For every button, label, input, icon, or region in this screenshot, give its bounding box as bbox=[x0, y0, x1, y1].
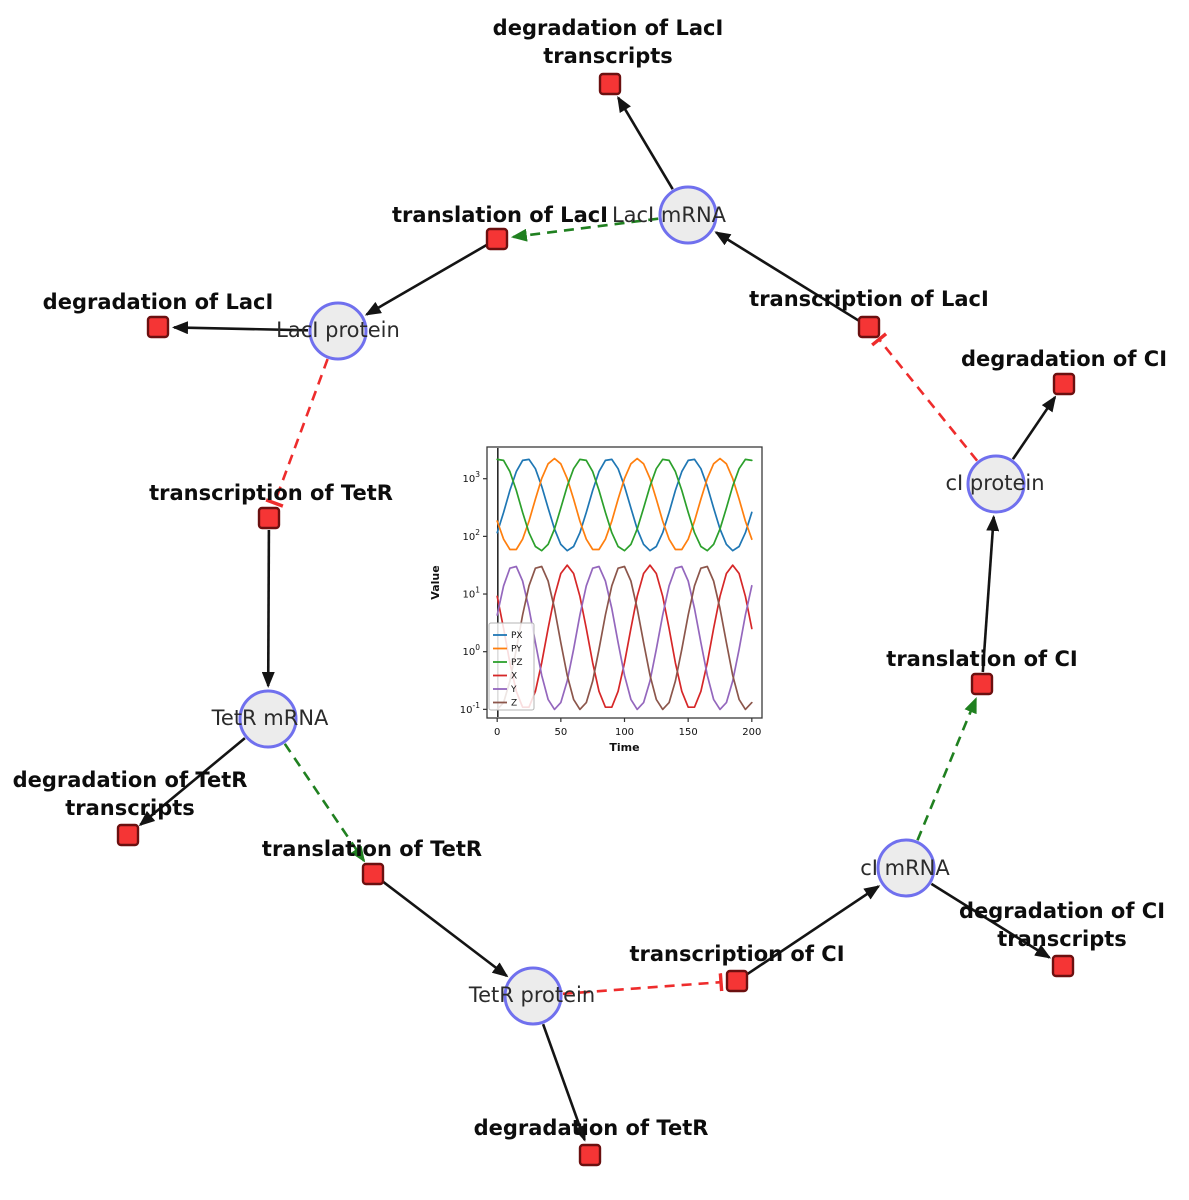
nodes-layer bbox=[116, 72, 1076, 1167]
reaction-label-deg_tetr_tx-line1: degradation of TetR bbox=[13, 768, 248, 792]
species-label-tetr_protein: TetR protein bbox=[468, 983, 595, 1007]
species-label-tetr_mrna: TetR mRNA bbox=[211, 706, 329, 730]
chart-ytick-label: 10-1 bbox=[460, 701, 480, 716]
chart-line-PX bbox=[496, 458, 753, 552]
edge-production-translation_ci-to-ci_protein bbox=[981, 514, 1000, 673]
edge-consumption-laci_mrna-to-deg_laci_tx bbox=[617, 95, 674, 190]
reaction-node-deg_tetr_tx bbox=[116, 823, 140, 847]
reaction-node-transcription_ci bbox=[725, 969, 749, 993]
edge-modifier-tetr_mrna-to-translation_tetr bbox=[283, 743, 366, 863]
chart-xtick-label: 50 bbox=[554, 727, 567, 738]
chart-ytick-label: 101 bbox=[462, 586, 480, 601]
reaction-node-translation_laci bbox=[485, 227, 509, 251]
chart-legend-label-Z: Z bbox=[511, 699, 517, 709]
species-node-tetr_protein bbox=[503, 966, 563, 1026]
chart-xtick-label: 200 bbox=[742, 727, 761, 738]
reaction-label-deg_ci: degradation of CI bbox=[961, 347, 1167, 371]
reaction-label-translation_tetr: translation of TetR bbox=[262, 837, 482, 861]
chart-legend-label-Y: Y bbox=[510, 685, 517, 695]
species-node-laci_protein bbox=[308, 301, 368, 361]
chart-xtick-label: 150 bbox=[679, 727, 698, 738]
chart-line-Z bbox=[496, 565, 753, 711]
chart-ytick-label: 100 bbox=[462, 643, 480, 658]
reaction-node-transcription_laci bbox=[857, 315, 881, 339]
edge-inhibition-tetr_protein-to-transcription_ci bbox=[562, 973, 724, 996]
edge-production-translation_tetr-to-tetr_protein bbox=[381, 880, 509, 978]
species-label-ci_mrna: cI mRNA bbox=[860, 856, 950, 880]
chart-legend-label-PZ: PZ bbox=[511, 658, 523, 668]
chart-line-Y bbox=[496, 565, 753, 711]
chart-ytick-label: 102 bbox=[462, 528, 480, 543]
chart-xtick-label: 0 bbox=[494, 727, 500, 738]
reaction-node-deg_laci bbox=[146, 315, 170, 339]
chart-line-PY bbox=[496, 457, 753, 551]
reaction-label-deg_tetr_tx-line2: transcripts bbox=[65, 796, 195, 820]
edge-modifier-laci_mrna-to-translation_laci bbox=[510, 217, 659, 242]
species-node-ci_protein bbox=[966, 454, 1026, 514]
edge-consumption-ci_mrna-to-deg_ci_tx bbox=[930, 882, 1052, 959]
reaction-node-translation_ci bbox=[970, 672, 994, 696]
reaction-label-transcription_ci: transcription of CI bbox=[629, 942, 844, 966]
chart-line-PZ bbox=[496, 458, 753, 552]
species-label-laci_mrna: LacI mRNA bbox=[612, 203, 727, 227]
edge-inhibition-laci_protein-to-transcription_tetr bbox=[265, 358, 329, 508]
reaction-node-deg_tetr bbox=[578, 1143, 602, 1167]
edge-production-transcription_laci-to-laci_mrna bbox=[714, 231, 860, 322]
reaction-node-translation_tetr bbox=[361, 862, 385, 886]
reaction-label-deg_laci_tx-line1: degradation of LacI bbox=[493, 16, 724, 40]
edge-consumption-tetr_protein-to-deg_tetr bbox=[541, 1023, 586, 1142]
reaction-node-deg_ci bbox=[1052, 372, 1076, 396]
chart-legend-label-PX: PX bbox=[511, 631, 523, 641]
species-node-tetr_mrna bbox=[238, 689, 298, 749]
edge-consumption-tetr_mrna-to-deg_tetr_tx bbox=[138, 737, 246, 827]
reaction-node-transcription_tetr bbox=[257, 506, 281, 530]
edge-modifier-ci_mrna-to-translation_ci bbox=[916, 696, 978, 841]
reaction-label-deg_laci_tx-line2: transcripts bbox=[543, 44, 673, 68]
edge-production-transcription_ci-to-ci_mrna bbox=[746, 885, 881, 976]
species-node-ci_mrna bbox=[876, 838, 936, 898]
reaction-node-deg_laci_tx bbox=[598, 72, 622, 96]
chart-xlabel: Time bbox=[609, 741, 639, 754]
chart-ytick-label: 103 bbox=[462, 470, 480, 485]
reaction-label-translation_ci: translation of CI bbox=[886, 647, 1077, 671]
chart-line-X bbox=[496, 564, 753, 709]
chart-legend-label-PY: PY bbox=[511, 645, 522, 655]
edge-consumption-ci_protein-to-deg_ci bbox=[1011, 395, 1057, 460]
edge-production-translation_laci-to-laci_protein bbox=[364, 243, 488, 316]
edge-inhibition-ci_protein-to-transcription_laci bbox=[871, 332, 979, 462]
reaction-label-translation_laci: translation of LacI bbox=[392, 203, 608, 227]
chart-legend: PX PY PZ XYZ bbox=[488, 622, 535, 711]
reaction-label-deg_tetr: degradation of TetR bbox=[474, 1116, 709, 1140]
reaction-label-transcription_tetr: transcription of TetR bbox=[149, 481, 393, 505]
reaction-label-transcription_laci: transcription of LacI bbox=[749, 287, 989, 311]
reaction-label-deg_ci_tx-line2: transcripts bbox=[997, 927, 1127, 951]
species-label-ci_protein: cI protein bbox=[945, 471, 1044, 495]
edge-consumption-laci_protein-to-deg_laci bbox=[172, 321, 309, 335]
reaction-label-deg_laci: degradation of LacI bbox=[43, 290, 274, 314]
species-label-laci_protein: LacI protein bbox=[276, 318, 400, 342]
edges-layer bbox=[138, 95, 1057, 1142]
chart-series-layer bbox=[496, 448, 753, 717]
reaction-label-deg_ci_tx-line1: degradation of CI bbox=[959, 899, 1165, 923]
chart-ylabel: Value bbox=[429, 565, 442, 599]
reaction-node-deg_ci_tx bbox=[1051, 954, 1075, 978]
chart-legend-label-X: X bbox=[511, 672, 517, 682]
edge-production-transcription_tetr-to-tetr_mrna bbox=[261, 529, 275, 688]
species-node-laci_mrna bbox=[658, 185, 718, 245]
chart-xtick-label: 100 bbox=[615, 727, 634, 738]
